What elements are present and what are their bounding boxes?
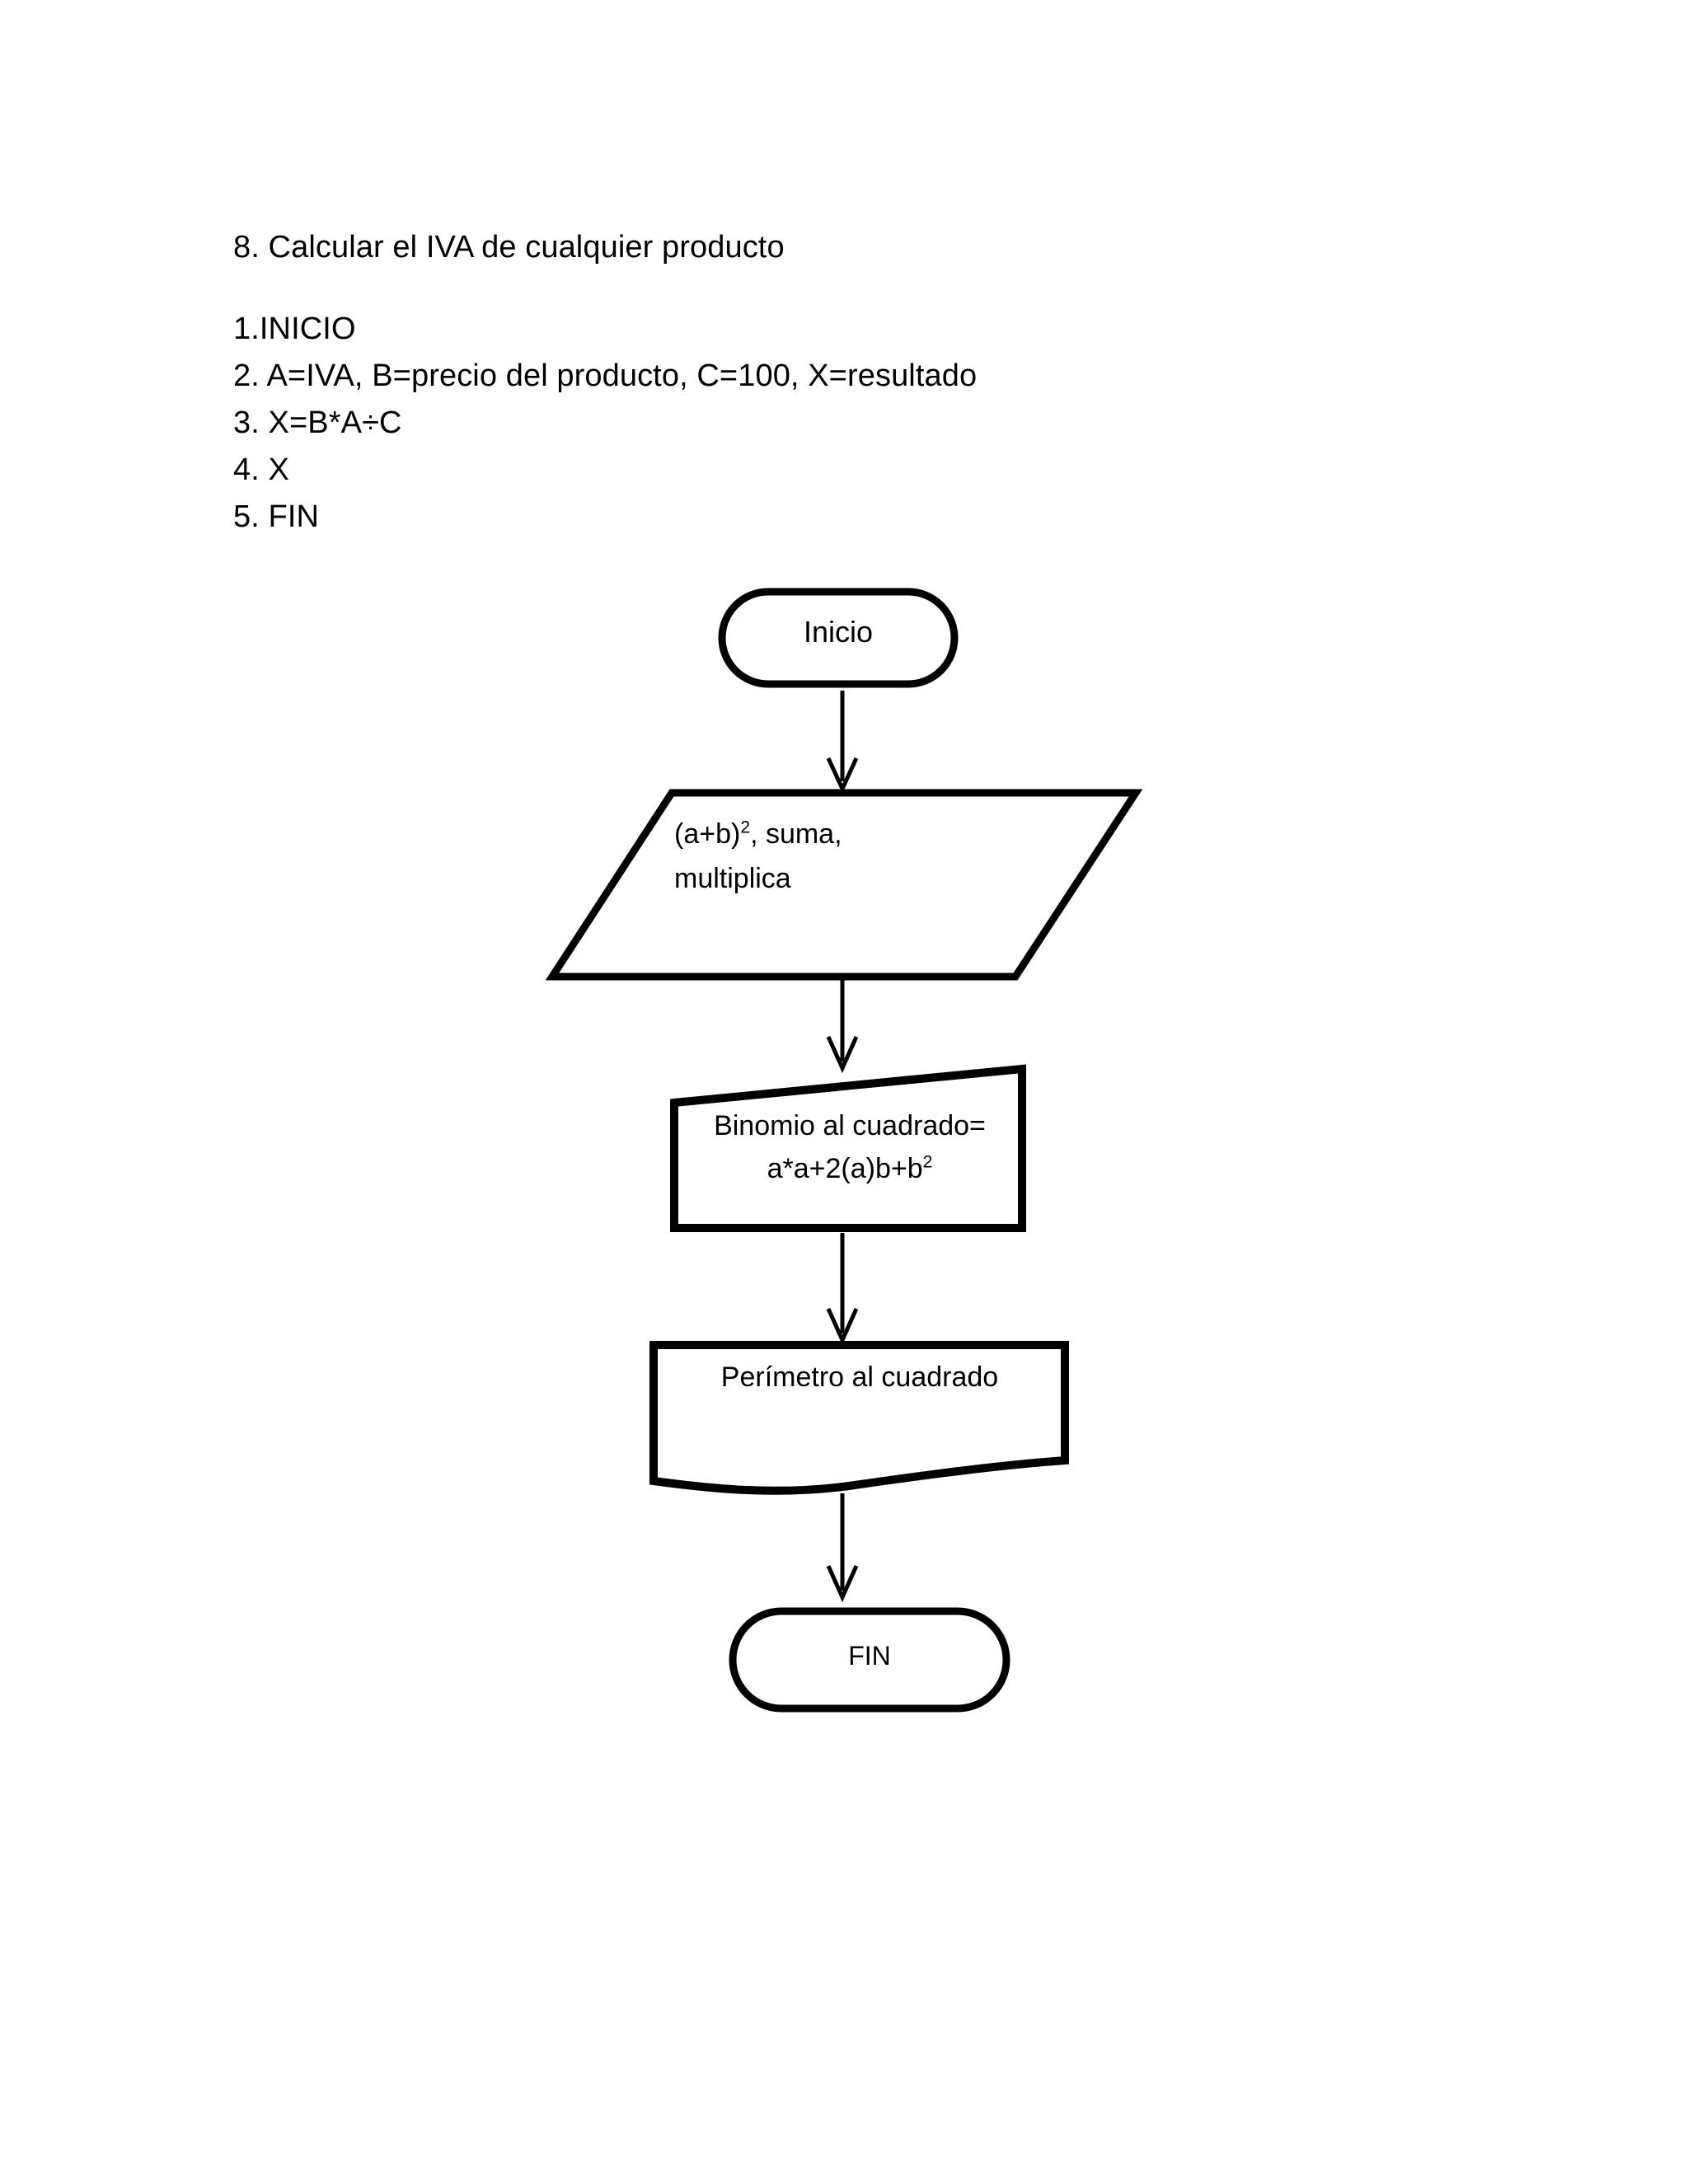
- input-label-line1-post: , suma,: [750, 818, 842, 850]
- flow-node-start-label: Inicio: [803, 615, 874, 649]
- flow-node-end-label: FIN: [848, 1641, 891, 1671]
- flow-node-process-label: Binomio al cuadrado= a*a+2(a)b+b2: [678, 1104, 1022, 1190]
- process-label-superscript: 2: [922, 1152, 933, 1172]
- connector-input-to-process: [826, 979, 859, 1074]
- process-label-line1: Binomio al cuadrado=: [714, 1110, 986, 1141]
- document-text-block: 8. Calcular el IVA de cualquier producto…: [233, 224, 1222, 541]
- algorithm-step-5: 5. FIN: [233, 499, 320, 534]
- connector-process-to-output: [826, 1233, 859, 1346]
- process-label-line2-pre: a*a+2(a)b+b: [767, 1153, 923, 1184]
- connector-output-to-end: [826, 1493, 859, 1603]
- algorithm-step-3: 3. X=B*A÷C: [233, 405, 402, 440]
- algorithm-step-2: 2. A=IVA, B=precio del producto, C=100, …: [233, 359, 978, 393]
- input-label-superscript: 2: [740, 818, 751, 837]
- input-label-line1: (a+b)2, suma,: [674, 818, 842, 850]
- input-label-line1-pre: (a+b): [674, 818, 741, 850]
- process-label-line2: a*a+2(a)b+b2: [767, 1153, 933, 1184]
- input-label-line2: multiplica: [674, 863, 791, 894]
- exercise-heading: 8. Calcular el IVA de cualquier producto: [233, 230, 785, 265]
- connector-start-to-input: [826, 691, 859, 794]
- algorithm-step-4: 4. X: [233, 452, 289, 487]
- flow-node-input-label: (a+b)2, suma, multiplica: [674, 812, 1029, 901]
- flow-node-output-label: Perímetro al cuadrado: [720, 1361, 999, 1393]
- algorithm-step-1: 1.INICIO: [233, 312, 356, 346]
